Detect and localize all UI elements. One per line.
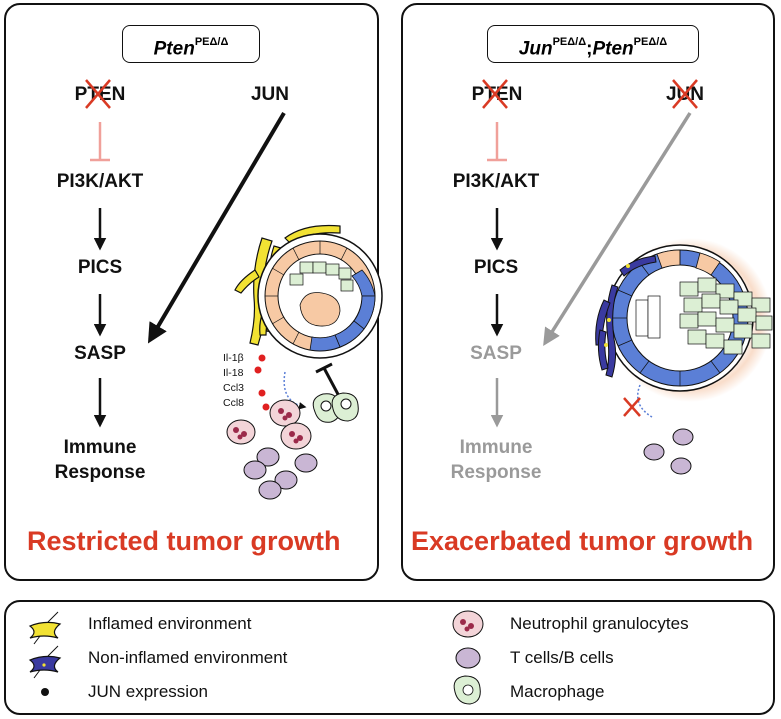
legend-jun-expression-label: JUN expression bbox=[88, 682, 208, 701]
legend-box bbox=[4, 600, 775, 715]
legend-inflamed-label: Inflamed environment bbox=[88, 614, 252, 633]
right-node-pics: PICS bbox=[473, 257, 519, 278]
legend-non-inflamed-label: Non-inflamed environment bbox=[88, 648, 288, 667]
right-node-pi3k: PI3K/AKT bbox=[452, 171, 540, 192]
left-node-pi3k: PI3K/AKT bbox=[56, 171, 144, 192]
legend-tcells-label: T cells/B cells bbox=[510, 648, 614, 667]
genotype-superscript: PEΔ/Δ bbox=[194, 36, 229, 48]
left-node-pics: PICS bbox=[77, 257, 123, 278]
left-node-immune-line2: Response bbox=[54, 462, 146, 483]
right-panel bbox=[401, 3, 775, 581]
genotype-label-left: PtenPEΔ/Δ bbox=[122, 25, 260, 63]
left-node-jun: JUN bbox=[250, 84, 289, 105]
right-node-pten: PTEN bbox=[471, 84, 523, 105]
left-panel bbox=[4, 3, 379, 581]
genotype-label-right: JunPEΔ/Δ;PtenPEΔ/Δ bbox=[487, 25, 699, 63]
genotype-gene-pten: Pten bbox=[592, 38, 634, 60]
genotype-gene: Pten bbox=[153, 38, 195, 60]
right-node-immune-line1: Immune bbox=[459, 437, 533, 458]
right-node-sasp: SASP bbox=[470, 343, 522, 364]
left-outcome: Restricted tumor growth bbox=[27, 526, 341, 556]
left-node-pten: PTEN bbox=[74, 84, 126, 105]
left-node-immune-line1: Immune bbox=[63, 437, 137, 458]
cytokine-ccl3: Ccl3 bbox=[223, 382, 245, 394]
right-node-immune-line2: Response bbox=[450, 462, 542, 483]
genotype-gene-jun: Jun bbox=[518, 38, 553, 60]
cytokine-il18: Il-18 bbox=[223, 367, 244, 379]
legend-macrophage-label: Macrophage bbox=[510, 682, 605, 701]
left-node-sasp: SASP bbox=[74, 343, 126, 364]
genotype-superscript-pten: PEΔ/Δ bbox=[633, 36, 668, 48]
cytokine-ccl8: Ccl8 bbox=[223, 397, 245, 409]
cytokine-il1b: Il-1β bbox=[223, 352, 244, 364]
right-node-jun: JUN bbox=[665, 84, 704, 105]
legend-neutrophil-label: Neutrophil granulocytes bbox=[510, 614, 689, 633]
genotype-superscript-jun: PEΔ/Δ bbox=[552, 36, 587, 48]
genotype-separator: ; bbox=[586, 38, 593, 60]
right-outcome: Exacerbated tumor growth bbox=[411, 526, 754, 556]
